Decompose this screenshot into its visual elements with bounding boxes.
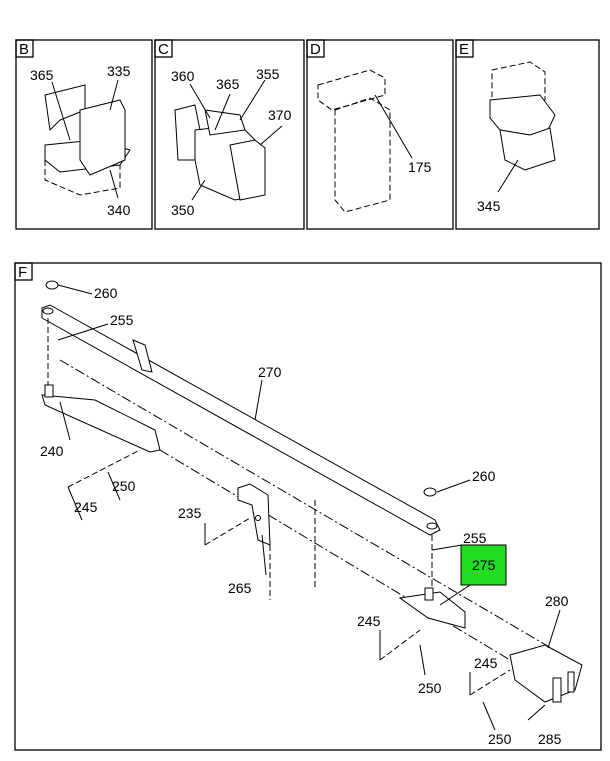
- callout: 360: [171, 68, 195, 84]
- panel-d: D 175: [306, 39, 454, 230]
- callout: 250: [488, 731, 512, 747]
- callout-highlighted[interactable]: 275: [472, 557, 496, 573]
- callout: 245: [74, 499, 98, 515]
- callout: 245: [357, 613, 381, 629]
- callout: 345: [477, 198, 501, 214]
- callout: 175: [408, 159, 432, 175]
- callout: 250: [112, 478, 136, 494]
- panel-tag: F: [18, 264, 27, 281]
- callout: 355: [256, 66, 280, 82]
- callout: 265: [228, 580, 252, 596]
- callout: 370: [268, 107, 292, 123]
- callout: 270: [258, 364, 282, 380]
- callout: 365: [216, 76, 240, 92]
- callout: 260: [472, 468, 496, 484]
- panel-e: E 345: [455, 39, 600, 230]
- callout: 245: [474, 655, 498, 671]
- panel-c: C 360 365 355 370 350: [154, 39, 305, 230]
- callout: 350: [171, 202, 195, 218]
- callout: 255: [463, 530, 487, 546]
- panel-f: F: [14, 262, 602, 751]
- callout: 250: [418, 680, 442, 696]
- panel-tag: C: [158, 41, 169, 58]
- callout: 335: [107, 63, 131, 79]
- panel-tag: B: [19, 41, 29, 58]
- callout: 260: [94, 285, 118, 301]
- highlight-box[interactable]: [460, 544, 507, 586]
- callout: 255: [110, 312, 134, 328]
- panel-b: B 365 335 340: [15, 39, 153, 230]
- callout: 365: [30, 67, 54, 83]
- callout: 285: [538, 731, 562, 747]
- callout: 240: [40, 443, 64, 459]
- panel-tag: D: [310, 41, 321, 58]
- callout: 280: [545, 593, 569, 609]
- panel-tag: E: [459, 41, 469, 58]
- callout: 340: [107, 202, 131, 218]
- callout: 235: [178, 505, 202, 521]
